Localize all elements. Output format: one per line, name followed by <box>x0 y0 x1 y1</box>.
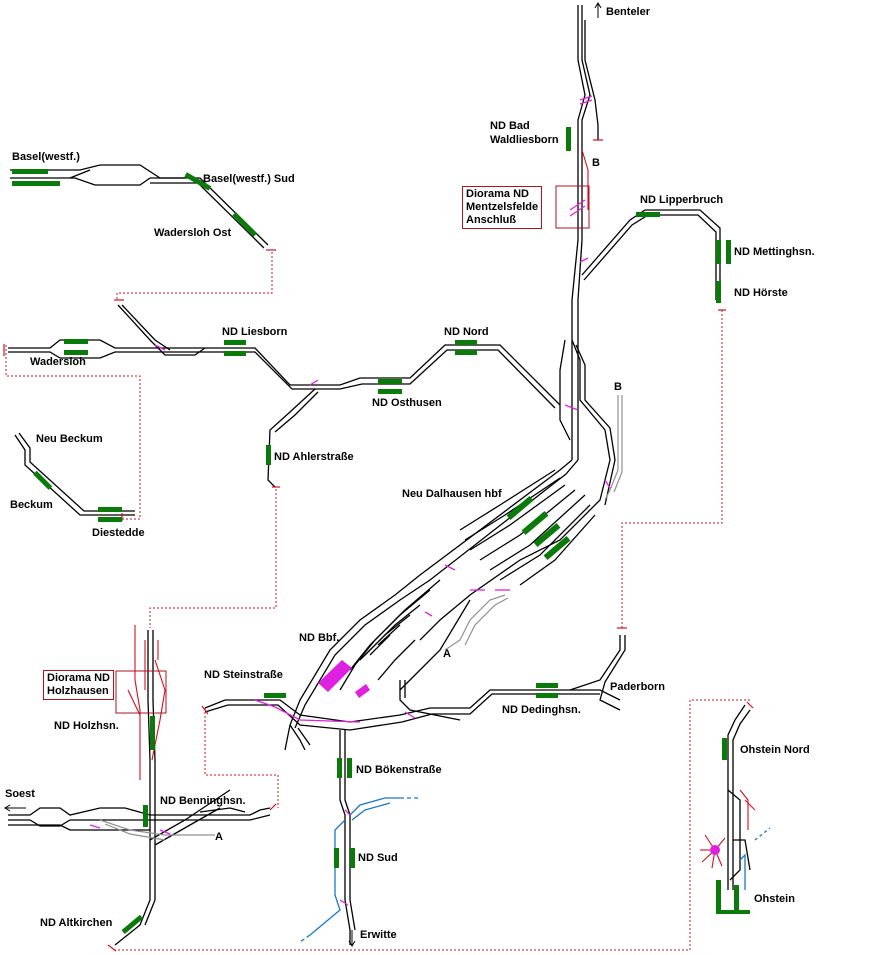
platforms <box>12 127 750 935</box>
main-tracks <box>8 5 751 946</box>
gray-sidings <box>99 395 623 841</box>
diorama-mentzelsfelde-label: Diorama ND Mentzelsfelde Anschluß <box>462 186 543 229</box>
label-benteler: Benteler <box>606 6 651 18</box>
label-nd-osthusen: ND Osthusen <box>372 397 442 409</box>
label-nd-steinstrasse: ND Steinstraße <box>204 669 283 681</box>
label-nd-liesborn: ND Liesborn <box>222 326 288 338</box>
label-nd-dedinghsn: ND Dedinghsn. <box>502 704 581 716</box>
diorama-holzhausen-line-2: Holzhausen <box>47 685 109 697</box>
buffer-stops <box>3 139 754 952</box>
label-wadersloh-ost: Wadersloh Ost <box>154 227 232 239</box>
magenta-platforms <box>318 660 720 855</box>
label-diestedde: Diestedde <box>92 527 145 539</box>
connection-dotted-lines <box>5 252 750 951</box>
diorama-holzhausen-label: Diorama ND Holzhausen <box>43 670 114 700</box>
label-nd-bad-waldliesborn-1: ND Bad <box>490 120 530 132</box>
marker-b-right: B <box>614 381 622 393</box>
label-nd-ahlerstrasse: ND Ahlerstraße <box>274 451 354 463</box>
diorama-frames <box>115 185 590 714</box>
label-neu-dalhausen-hbf: Neu Dalhausen hbf <box>402 488 502 500</box>
diorama-mentzelsfelde-line-2: Mentzelsfelde <box>466 201 539 213</box>
direction-arrows <box>4 2 602 947</box>
label-wadersloh: Wadersloh <box>30 356 86 368</box>
label-nd-bbf: ND Bbf. <box>299 632 340 644</box>
label-erwitte: Erwitte <box>360 929 397 941</box>
label-nd-mettinghsn: ND Mettinghsn. <box>734 246 815 258</box>
magenta-highlights <box>89 95 611 906</box>
blue-branch <box>299 797 771 943</box>
label-nd-bokenstrasse: ND Bökenstraße <box>356 764 442 776</box>
marker-a-bottom: A <box>215 831 223 843</box>
label-nd-sud: ND Sud <box>358 852 398 864</box>
label-nd-altkirchen: ND Altkirchen <box>40 917 113 929</box>
red-diorama-tracks <box>127 149 756 869</box>
label-nd-benninghsn: ND Benninghsn. <box>160 795 246 807</box>
label-soest: Soest <box>5 788 35 800</box>
label-basel: Basel(westf.) <box>12 151 80 163</box>
label-ohstein-nord: Ohstein Nord <box>740 744 810 756</box>
label-nd-holzhsn: ND Holzhsn. <box>54 720 119 732</box>
diorama-mentzelsfelde-line-3: Anschluß <box>466 214 517 226</box>
label-beckum: Beckum <box>10 499 53 511</box>
marker-a-middle: A <box>443 648 451 660</box>
diorama-holzhausen-line-1: Diorama ND <box>47 672 110 684</box>
label-nd-nord: ND Nord <box>444 326 489 338</box>
label-neu-beckum: Neu Beckum <box>36 433 103 445</box>
label-basel-sud: Basel(westf.) Sud <box>203 173 295 185</box>
label-nd-lipperbruch: ND Lipperbruch <box>640 194 724 206</box>
marker-b-top: B <box>592 157 600 169</box>
label-nd-bad-waldliesborn-2: Waldliesborn <box>490 134 559 146</box>
label-ohstein: Ohstein <box>754 893 795 905</box>
diorama-mentzelsfelde-line-1: Diorama ND <box>466 188 529 200</box>
label-paderborn: Paderborn <box>610 681 666 693</box>
label-nd-horste: ND Hörste <box>734 287 788 299</box>
